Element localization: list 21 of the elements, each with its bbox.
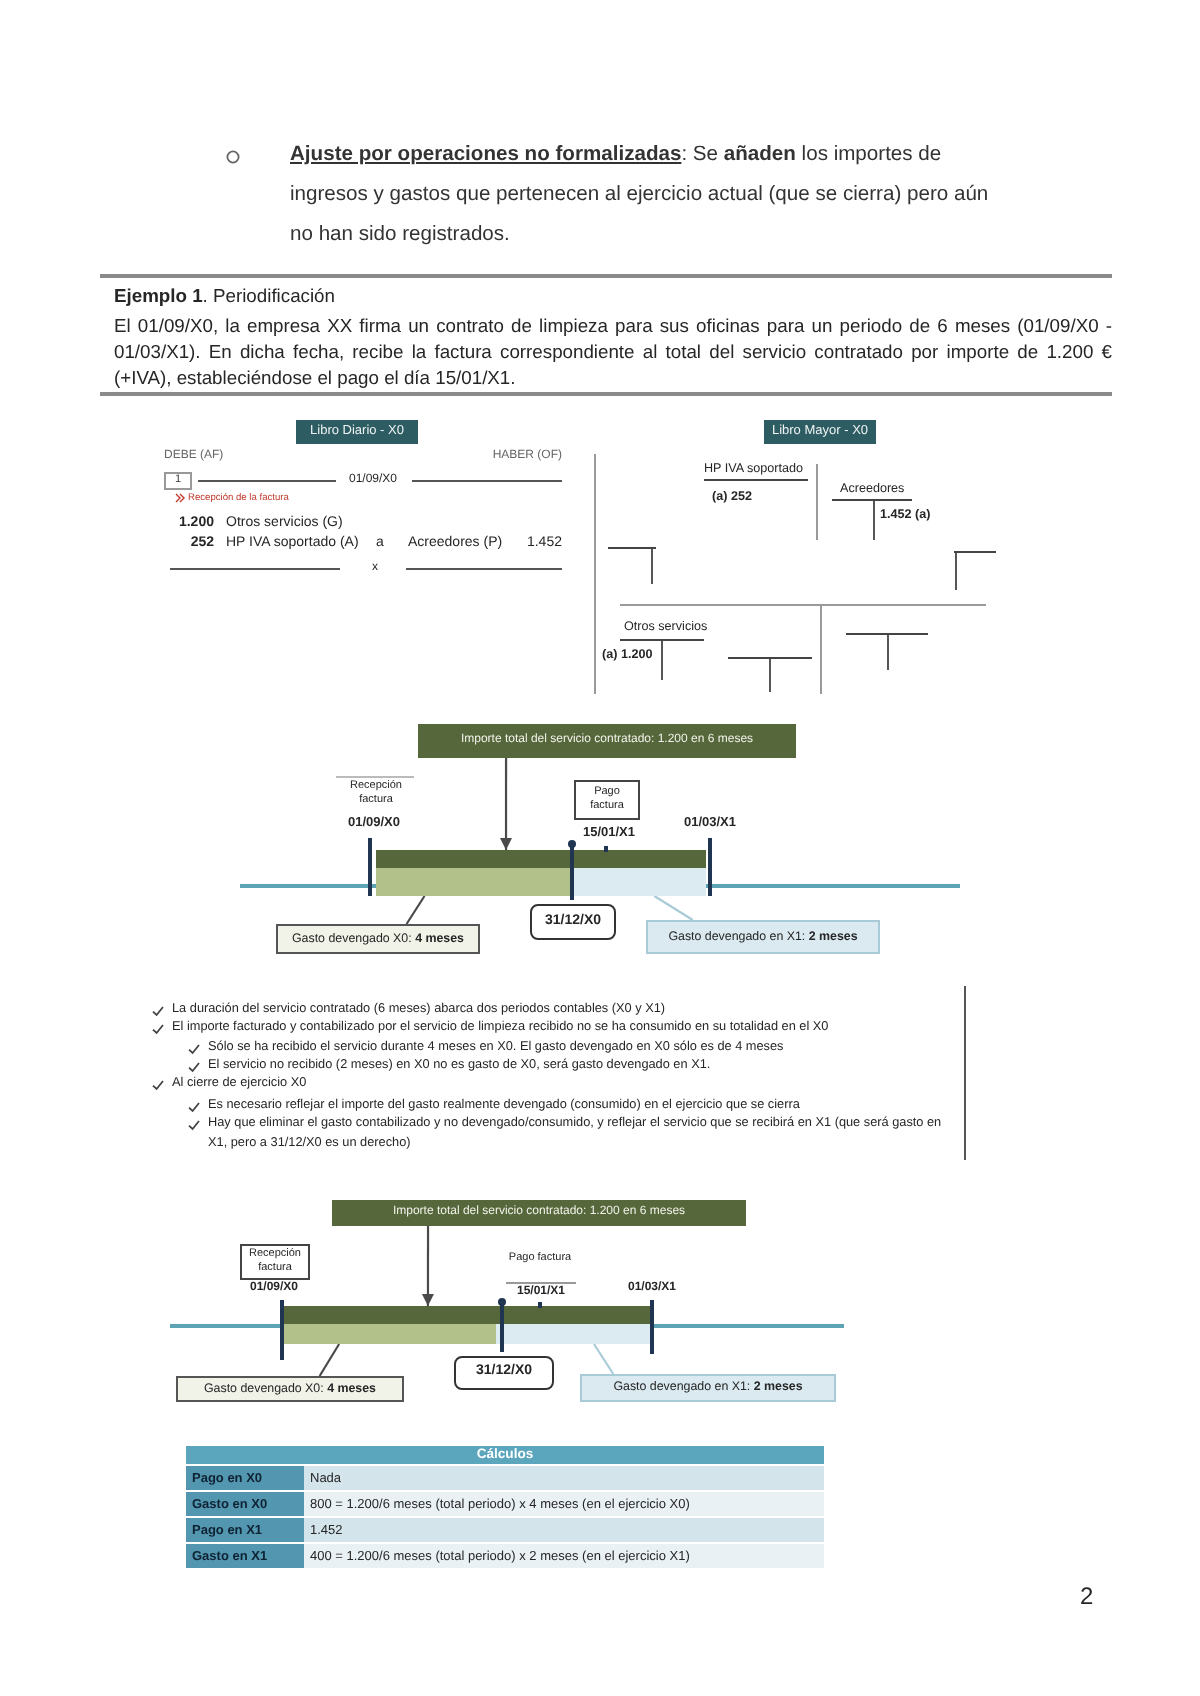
- leader-line: [405, 895, 426, 925]
- x0-period-segment: [284, 1324, 496, 1344]
- bullet-paragraph: Ajuste por operaciones no formalizadas: Se añaden los importes de ingresos y gastos que pertenecen al ejercicio actual (que se cierra) pero aún no han sido registrados.: [290, 142, 991, 250]
- x0-period-segment: [376, 868, 570, 896]
- leader-line: [653, 895, 694, 921]
- example-paragraph: El 01/09/X0, la empresa XX firma un contrato de limpieza para sus oficinas para un periodo de 6 meses (01/09/X0 - 01/03/X1). En dicha fecha, recibe la factura correspondiente al total del servicio contratado por importe de 1.200 € (+IVA), estableciéndose el pago el día 15/01/X1.: [114, 311, 1112, 389]
- example-heading: Ejemplo 1. Periodificación: [114, 284, 337, 308]
- service-period-bar: [376, 850, 706, 868]
- t-account: [600, 618, 710, 682]
- x1-period-segment: [496, 1324, 654, 1344]
- leader-line: [593, 1343, 615, 1375]
- t-account: [846, 632, 928, 672]
- arrow: [500, 758, 513, 850]
- leader-line: [318, 1343, 341, 1377]
- page-number: 2: [1080, 1582, 1096, 1610]
- t-account: [728, 656, 812, 694]
- service-period-bar: [284, 1306, 654, 1324]
- arrow: [421, 1226, 434, 1306]
- t-account: [608, 546, 656, 586]
- x1-period-segment: [570, 868, 706, 896]
- t-account: [954, 550, 996, 592]
